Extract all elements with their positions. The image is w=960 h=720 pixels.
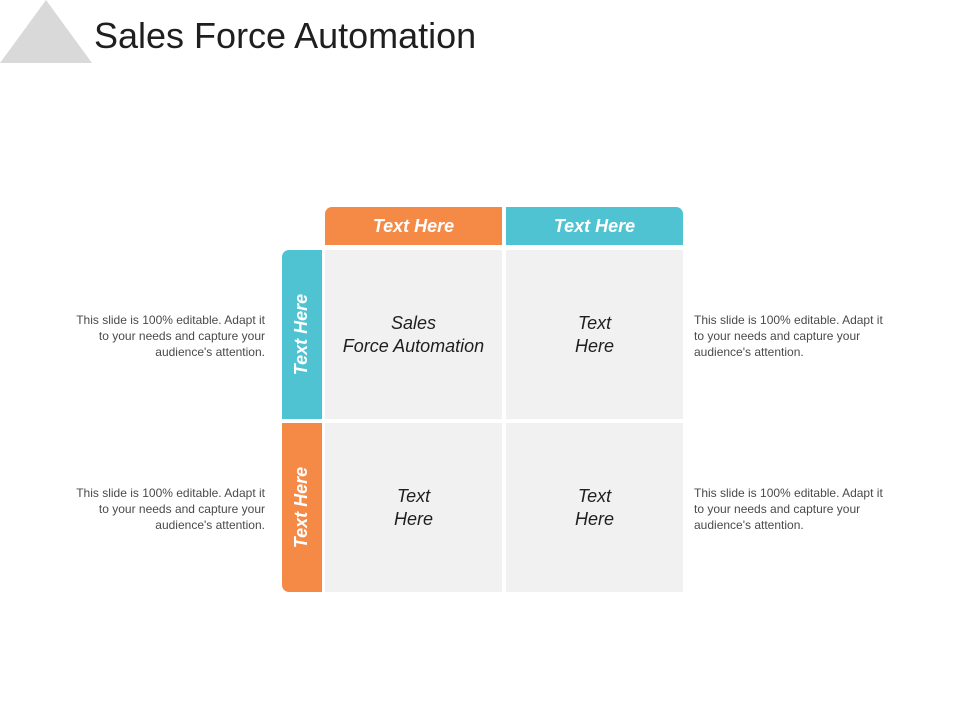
note-left-bottom: This slide is 100% editable. Adapt it to…	[76, 486, 265, 532]
matrix-cell-text: Text Here	[574, 485, 614, 529]
matrix-cell-bottom-left: Text Here	[325, 423, 502, 592]
row-header-2-label: Text Here	[291, 466, 312, 549]
column-header-2: Text Here	[506, 207, 683, 245]
matrix-cell-text: Text Here	[574, 312, 614, 356]
row-header-1: Text Here	[282, 250, 322, 419]
matrix-cell-text: Text Here	[393, 485, 433, 529]
note-left-top: This slide is 100% editable. Adapt it to…	[76, 313, 265, 359]
note-right-bottom: This slide is 100% editable. Adapt it to…	[694, 486, 883, 532]
column-header-1-label: Text Here	[372, 215, 455, 236]
row-header-2: Text Here	[282, 423, 322, 592]
slide-title: Sales Force Automation	[94, 15, 477, 56]
matrix-cell-text: Sales Force Automation	[342, 312, 485, 356]
column-header-2-label: Text Here	[553, 215, 636, 236]
column-header-1: Text Here	[325, 207, 502, 245]
row-header-1-label: Text Here	[291, 293, 312, 376]
matrix-cell-bottom-right: Text Here	[506, 423, 683, 592]
corner-triangle-decoration	[0, 0, 92, 63]
matrix-cell-top-left: Sales Force Automation	[325, 250, 502, 419]
matrix-cell-top-right: Text Here	[506, 250, 683, 419]
note-right-top: This slide is 100% editable. Adapt it to…	[694, 313, 883, 359]
